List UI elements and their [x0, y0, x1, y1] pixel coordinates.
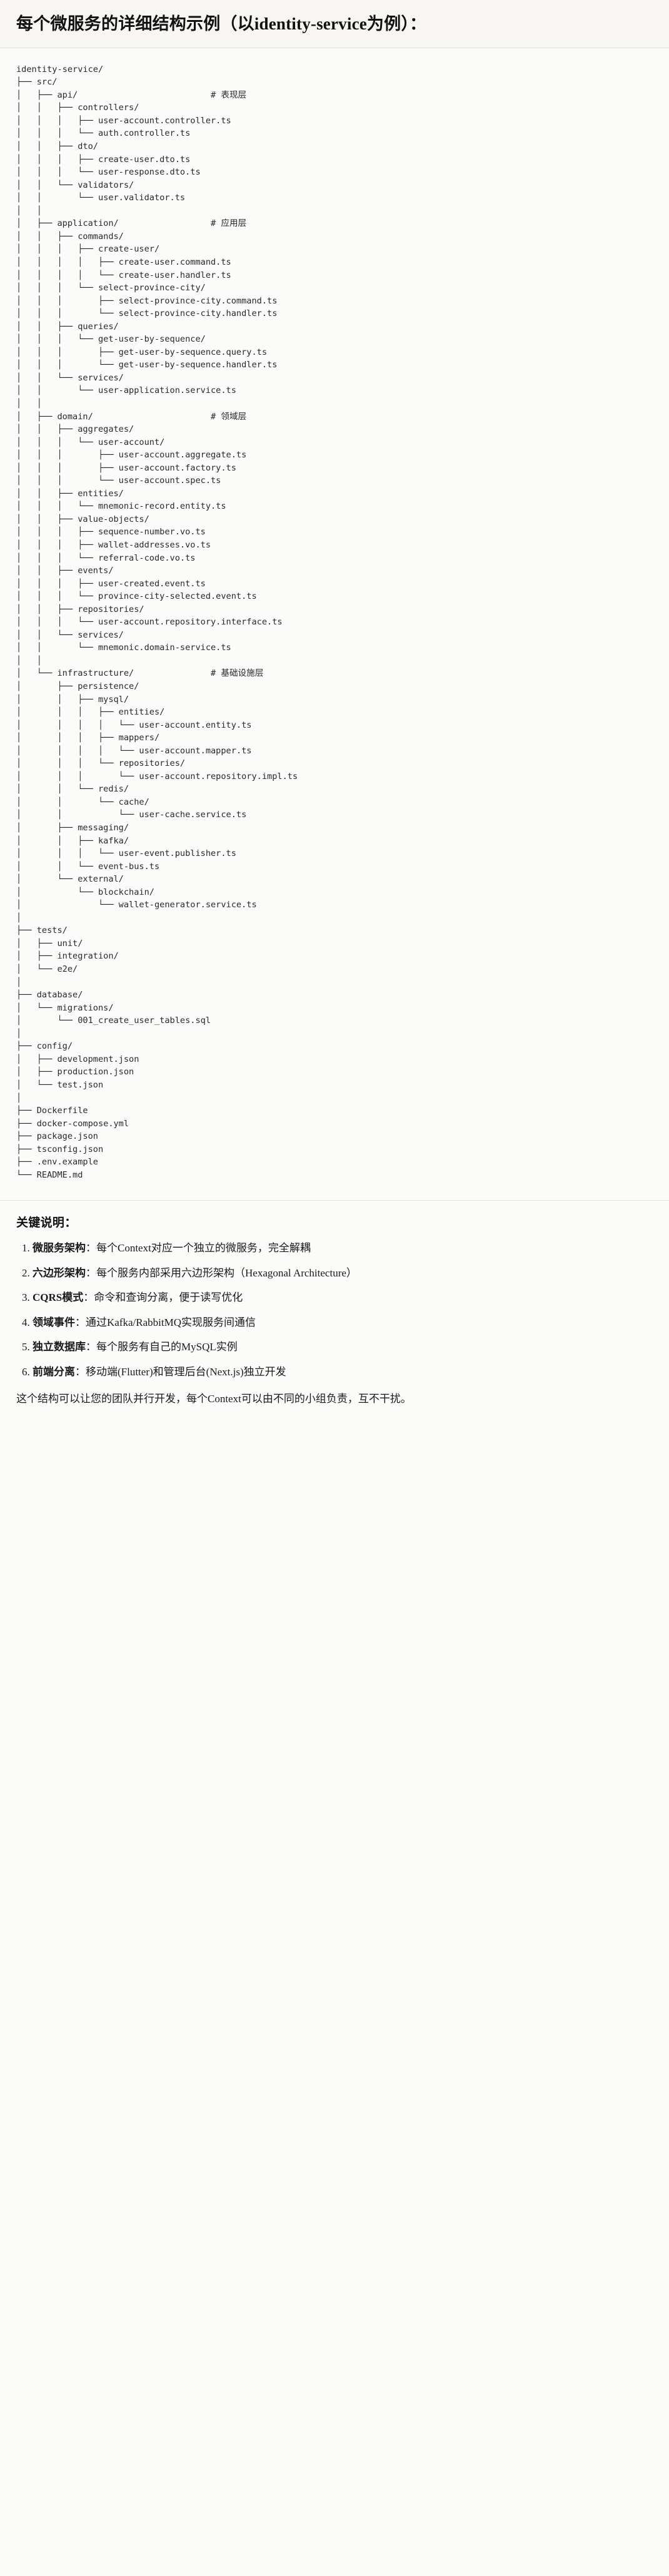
key-points-footer: 这个结构可以让您的团队并行开发，每个Context可以由不同的小组负责，互不干扰…: [16, 1393, 411, 1405]
key-point-separator: ：: [75, 1365, 86, 1378]
directory-tree: identity-service/ ├── src/ │ ├── api/ # …: [16, 64, 298, 1180]
section-divider: [0, 1200, 669, 1201]
list-item: 独立数据库：每个服务有自己的MySQL实例: [33, 1339, 653, 1355]
directory-tree-block: identity-service/ ├── src/ │ ├── api/ # …: [0, 48, 669, 1194]
key-point-separator: ：: [86, 1266, 96, 1279]
list-item: 六边形架构：每个服务内部采用六边形架构（Hexagonal Architectu…: [33, 1265, 653, 1281]
page-title: 每个微服务的详细结构示例（以identity-service为例）：: [16, 14, 427, 33]
key-points-section: 关键说明： 微服务架构：每个Context对应一个独立的微服务，完全解耦 六边形…: [0, 1201, 669, 1423]
key-point-label: 领域事件: [33, 1316, 75, 1328]
list-item: CQRS模式：命令和查询分离，便于读写优化: [33, 1290, 653, 1306]
key-point-text: 通过Kafka/RabbitMQ实现服务间通信: [86, 1316, 256, 1328]
key-point-label: 微服务架构: [33, 1242, 86, 1255]
key-points-list: 微服务架构：每个Context对应一个独立的微服务，完全解耦 六边形架构：每个服…: [16, 1240, 653, 1380]
key-point-label: 独立数据库: [33, 1341, 86, 1353]
key-points-title: 关键说明：: [16, 1216, 77, 1230]
key-point-separator: ：: [86, 1242, 96, 1255]
key-point-text: 移动端(Flutter)和管理后台(Next.js)独立开发: [86, 1365, 286, 1378]
key-point-separator: ：: [86, 1341, 96, 1353]
list-item: 前端分离：移动端(Flutter)和管理后台(Next.js)独立开发: [33, 1364, 653, 1380]
key-point-label: 六边形架构: [33, 1266, 86, 1279]
key-point-text: 每个服务内部采用六边形架构（Hexagonal Architecture）: [96, 1266, 357, 1279]
list-item: 领域事件：通过Kafka/RabbitMQ实现服务间通信: [33, 1315, 653, 1331]
key-point-separator: ：: [75, 1316, 86, 1328]
key-point-text: 每个服务有自己的MySQL实例: [96, 1341, 238, 1353]
list-item: 微服务架构：每个Context对应一个独立的微服务，完全解耦: [33, 1240, 653, 1256]
key-point-label: 前端分离: [33, 1365, 75, 1378]
key-point-text: 命令和查询分离，便于读写优化: [94, 1291, 243, 1304]
key-point-text: 每个Context对应一个独立的微服务，完全解耦: [96, 1242, 311, 1255]
header-band: 每个微服务的详细结构示例（以identity-service为例）：: [0, 0, 669, 48]
key-point-label: CQRS模式: [33, 1291, 84, 1304]
key-point-separator: ：: [83, 1291, 94, 1304]
